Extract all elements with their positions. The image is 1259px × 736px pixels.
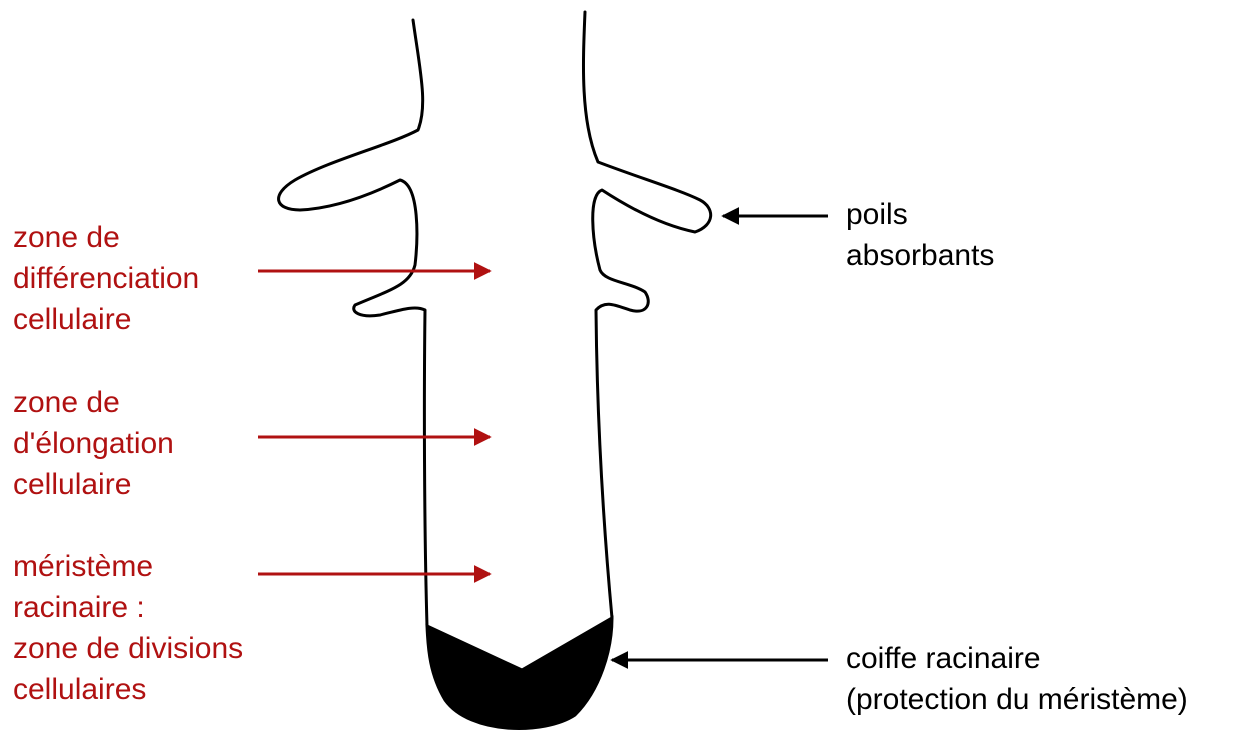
root-cap-shape xyxy=(427,618,612,729)
root-right-outline xyxy=(583,12,710,618)
label-line: différenciation xyxy=(13,258,199,299)
label-line: zone de xyxy=(13,217,199,258)
label-root-cap: coiffe racinaire (protection du méristèm… xyxy=(846,638,1188,720)
label-line: cellulaire xyxy=(13,464,174,505)
label-line: racinaire : xyxy=(13,587,243,628)
label-line: coiffe racinaire xyxy=(846,638,1188,679)
label-line: (protection du méristème) xyxy=(846,679,1188,720)
label-zone-meristem: méristème racinaire : zone de divisions … xyxy=(13,546,243,710)
label-zone-elongation: zone de d'élongation cellulaire xyxy=(13,382,174,505)
label-line: cellulaire xyxy=(13,299,199,340)
label-zone-differenciation: zone de différenciation cellulaire xyxy=(13,217,199,340)
label-line: absorbants xyxy=(846,235,994,276)
label-line: zone de divisions xyxy=(13,628,243,669)
label-line: poils xyxy=(846,194,994,235)
root-left-outline xyxy=(279,20,427,626)
label-line: cellulaires xyxy=(13,669,243,710)
label-line: d'élongation xyxy=(13,423,174,464)
label-line: méristème xyxy=(13,546,243,587)
label-root-hairs: poils absorbants xyxy=(846,194,994,276)
label-line: zone de xyxy=(13,382,174,423)
